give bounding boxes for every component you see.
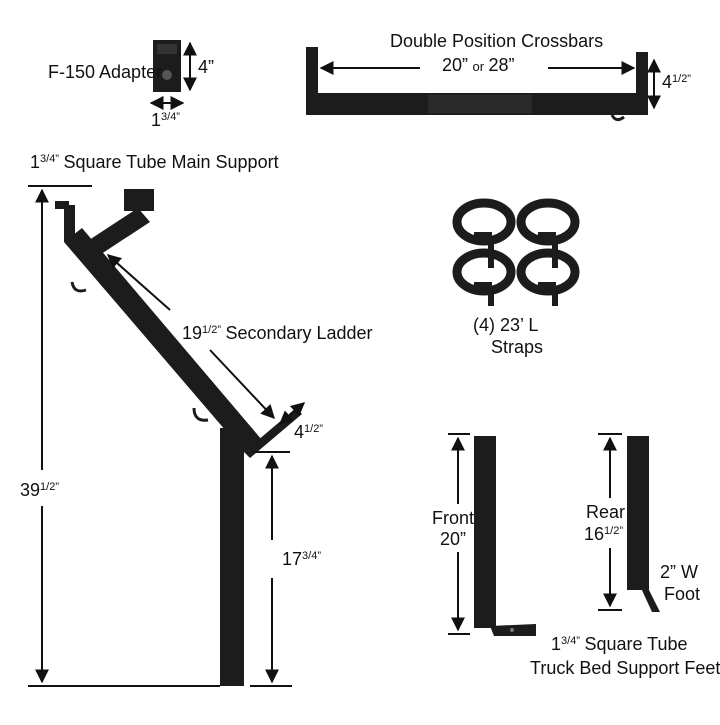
adapter-title: F-150 Adapter (48, 62, 163, 82)
rear-foot-width-line2: Foot (664, 584, 701, 604)
ladder-arrow-upper (106, 254, 171, 311)
crossbars-height-label: 41/2” (662, 72, 691, 92)
end-width-arrow (278, 402, 306, 425)
straps-part (452, 198, 580, 306)
rear-foot-width-line1: 2” W (660, 562, 698, 582)
rear-foot-label: Rear (586, 502, 626, 522)
feet-caption-line2: Truck Bed Support Feet (530, 658, 720, 678)
main-support-part (55, 189, 302, 686)
feet-caption-line1: 13/4” Square Tube (551, 634, 688, 654)
ladder-arrow-lower (209, 349, 275, 420)
crossbars-title: Double Position Crossbars (390, 31, 604, 51)
rear-foot-length: 161/2” (584, 524, 623, 544)
main-total-height-label: 391/2” (20, 480, 59, 500)
f150-adapter-part (153, 40, 181, 92)
secondary-ladder-label: 191/2” Secondary Ladder (182, 323, 373, 343)
front-foot-label: Front (432, 508, 475, 528)
rear-foot-part (627, 436, 660, 612)
front-foot-part (474, 436, 536, 636)
adapter-height-label: 4” (198, 57, 215, 77)
main-lower-height-label: 173/4” (282, 549, 321, 569)
adapter-width-label: 13/4” (151, 110, 180, 130)
straps-label-line2: Straps (491, 337, 544, 357)
front-foot-length: 20” (440, 529, 467, 549)
main-end-width-label: 41/2” (294, 422, 323, 442)
straps-label-line1: (4) 23’ L (473, 315, 539, 335)
crossbars-lengths: 20” or 28” (442, 55, 515, 75)
main-support-title: 13/4” Square Tube Main Support (30, 152, 279, 172)
crossbar-part (306, 47, 648, 122)
